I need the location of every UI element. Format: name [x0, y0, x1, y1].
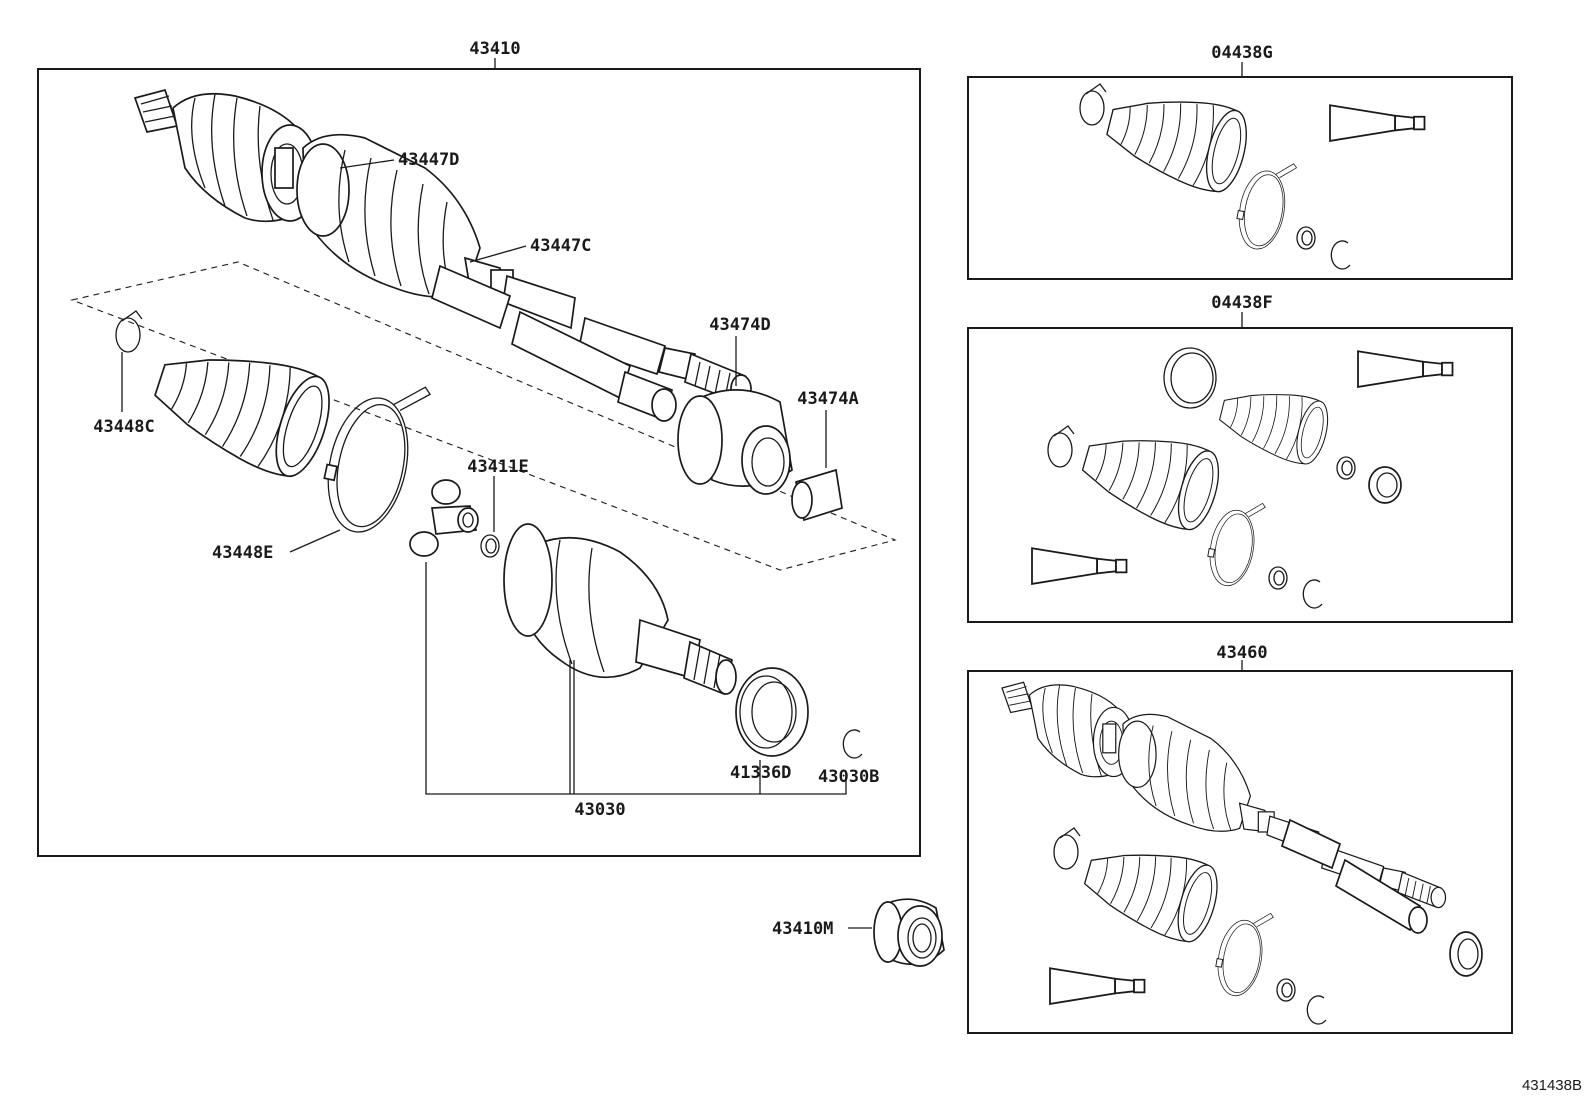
kit-f-inner-boot[interactable]: [1213, 377, 1335, 469]
callout-43474A[interactable]: 43474A: [797, 389, 858, 409]
right-clamp[interactable]: [1210, 905, 1275, 1001]
kit-04438G-frame: [967, 76, 1513, 280]
callout-43448C[interactable]: 43448C: [93, 417, 154, 437]
dynamic-damper[interactable]: [677, 389, 793, 495]
circlip-43030B[interactable]: [842, 729, 863, 759]
drive-shaft-assembly[interactable]: [134, 89, 752, 404]
kit-f-circlip[interactable]: [1302, 579, 1323, 609]
outboard-joint-housing[interactable]: [503, 523, 737, 696]
kit-g-grease-tube[interactable]: [1329, 104, 1426, 142]
right-small-ring[interactable]: [1276, 978, 1296, 1002]
callout-41336D[interactable]: 41336D: [730, 763, 791, 783]
kit-f-clamp[interactable]: [1202, 495, 1267, 591]
kit-04438F-frame: [967, 327, 1513, 623]
assembly-43410-frame: [37, 68, 921, 857]
callout-43030B[interactable]: 43030B: [818, 767, 879, 787]
callout-43030[interactable]: 43030: [574, 800, 625, 820]
kit-f-outer-boot[interactable]: [1073, 417, 1228, 536]
inboard-boot[interactable]: [142, 328, 341, 485]
callout-43474D[interactable]: 43474D: [709, 315, 770, 335]
callout-43410[interactable]: 43410: [469, 39, 520, 59]
snap-ring-43411E[interactable]: [480, 534, 500, 558]
callout-04438F[interactable]: 04438F: [1211, 293, 1272, 313]
diagram-reference-number: 431438B: [1522, 1077, 1582, 1094]
kit-f-grease-tube-top[interactable]: [1357, 350, 1454, 388]
bearing-43410M[interactable]: [873, 898, 945, 967]
callout-43460[interactable]: 43460: [1216, 643, 1267, 663]
callout-43410M[interactable]: 43410M: [772, 919, 833, 939]
right-band[interactable]: [1449, 931, 1483, 977]
right-circlip[interactable]: [1306, 995, 1327, 1025]
callout-43447D[interactable]: 43447D: [398, 150, 459, 170]
kit-f-clip[interactable]: [1047, 425, 1075, 468]
kit-g-boot[interactable]: [1098, 79, 1255, 198]
boot-clip[interactable]: [115, 310, 143, 353]
callout-43411E[interactable]: 43411E: [467, 457, 528, 477]
right-drive-shaft[interactable]: [1001, 681, 1447, 909]
tripod-joint[interactable]: [409, 479, 479, 557]
kit-f-band[interactable]: [1163, 347, 1217, 409]
right-boot[interactable]: [1076, 832, 1226, 948]
boot-kit-group-outline: [70, 261, 897, 571]
callout-04438G[interactable]: 04438G: [1211, 43, 1272, 63]
kit-f-ring-b[interactable]: [1368, 466, 1402, 504]
kit-f-grease-tube-bottom[interactable]: [1031, 547, 1128, 585]
assembly-43460-frame: [967, 670, 1513, 1034]
callout-43448E[interactable]: 43448E: [212, 543, 273, 563]
kit-g-circlip[interactable]: [1330, 240, 1351, 270]
kit-g-clip[interactable]: [1079, 83, 1107, 126]
kit-g-clamp[interactable]: [1231, 155, 1298, 254]
boot-clamp[interactable]: [313, 369, 433, 542]
ring-43474A[interactable]: [791, 468, 843, 522]
right-clip[interactable]: [1053, 827, 1081, 870]
callout-43447C[interactable]: 43447C: [530, 236, 591, 256]
kit-g-ring[interactable]: [1296, 226, 1316, 250]
right-grease-tube[interactable]: [1049, 967, 1146, 1005]
seal-41336D[interactable]: [735, 667, 809, 757]
kit-f-small-ring[interactable]: [1268, 566, 1288, 590]
kit-f-ring-a[interactable]: [1336, 456, 1356, 480]
